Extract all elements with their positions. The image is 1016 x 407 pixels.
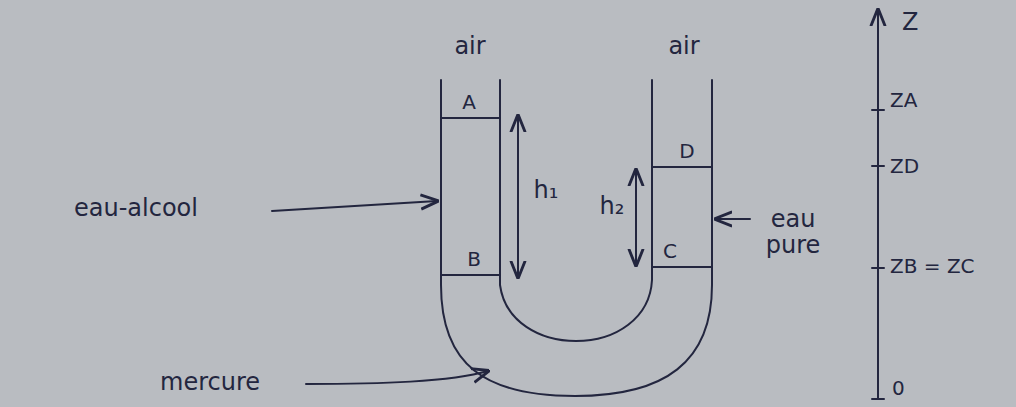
leader-arrow [306,371,488,384]
tube-outer-wall [441,80,712,396]
interface-d [652,166,712,168]
fluid-label: mercure [160,369,260,395]
axis-label: ZD [890,155,919,177]
fluid-label: eau-alcool [74,195,198,221]
z-axis [877,10,879,399]
point-label: A [462,91,476,113]
height-label: h₁ [534,177,559,203]
axis-tick [872,109,884,111]
axis-tick [872,165,884,167]
axis-tick [872,398,884,400]
leader-arrow [716,218,750,220]
height-label: h₂ [600,193,625,219]
point-label: D [679,140,694,162]
fluid-label: air [668,33,699,59]
axis-label: ZA [890,89,917,111]
point-label: C [663,240,677,262]
interface-b [441,274,500,276]
interface-c [652,266,712,268]
axis-tick [872,267,884,269]
leader-arrow [272,201,437,211]
fluid-label: eau pure [758,206,828,259]
point-label: B [467,248,481,270]
height-arrow [635,170,637,265]
fluid-label: air [454,33,485,59]
axis-label: ZB = ZC [890,255,975,277]
height-arrow [517,116,519,277]
axis-label: 0 [892,377,905,399]
interface-a [441,117,500,119]
axis-label: Z [902,9,918,35]
tube-inner-wall [500,80,652,341]
